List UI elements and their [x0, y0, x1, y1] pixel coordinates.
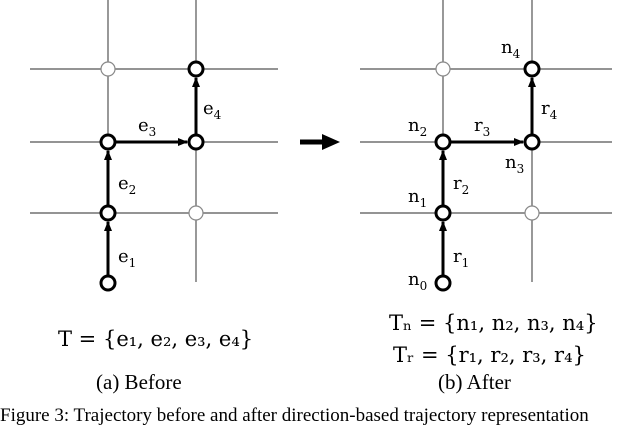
edge-label-e4: e4: [203, 98, 222, 122]
transition-arrow: [300, 134, 340, 150]
node-label-n3: n3: [505, 152, 524, 176]
node-visited: [187, 133, 205, 151]
formula-t: T = {e₁, e₂, e₃, e₄}: [58, 327, 253, 351]
node-n0: [434, 274, 452, 292]
node-hollow: [435, 61, 451, 77]
edge-label-r2: r2: [453, 173, 469, 197]
edge-label-r4: r4: [541, 98, 558, 122]
figure-caption: Figure 3: Trajectory before and after di…: [0, 405, 589, 426]
nodes-a: [99, 60, 205, 292]
panel-caption-b: (b) After: [438, 370, 511, 394]
node-visited: [99, 133, 117, 151]
edge-label-e2: e2: [118, 173, 136, 197]
nodes-b: [434, 60, 541, 292]
node-label-n4: n4: [501, 37, 521, 61]
panel-caption-a: (a) Before: [96, 370, 182, 394]
edge-label-r1: r1: [453, 246, 469, 270]
node-label-n2: n2: [408, 115, 427, 139]
formula-tr: Tᵣ = {r₁, r₂, r₃, r₄}: [393, 343, 586, 367]
edge-label-r3: r3: [474, 115, 490, 139]
node-visited: [99, 274, 117, 292]
panel-a-before: e1 e2 e3 e4 T = {e₁, e₂, e₃, e₄} (a) Bef…: [30, 0, 278, 394]
node-n4: [523, 60, 541, 78]
panel-b-after: n0 n1 n2 n3 n4 r1 r2 r3 r4 Tₙ = {n₁, n₂,…: [360, 0, 612, 394]
edge-label-e3: e3: [138, 115, 156, 139]
node-visited: [99, 204, 117, 222]
node-hollow: [188, 205, 204, 221]
node-n3: [523, 133, 541, 151]
trajectory-path-b: [439, 77, 536, 276]
node-n1: [434, 204, 452, 222]
node-label-n0: n0: [408, 269, 427, 293]
node-label-n1: n1: [408, 186, 427, 210]
trajectory-path-a: [104, 77, 200, 276]
node-hollow: [524, 205, 540, 221]
node-labels-b: n0 n1 n2 n3 n4: [408, 37, 524, 293]
node-hollow: [100, 61, 116, 77]
node-n2: [434, 133, 452, 151]
node-visited: [187, 60, 205, 78]
edge-label-e1: e1: [118, 246, 136, 270]
edge-labels-a: e1 e2 e3 e4: [118, 98, 222, 270]
edge-labels-b: r1 r2 r3 r4: [453, 98, 558, 270]
formula-tn: Tₙ = {n₁, n₂, n₃, n₄}: [389, 311, 598, 335]
